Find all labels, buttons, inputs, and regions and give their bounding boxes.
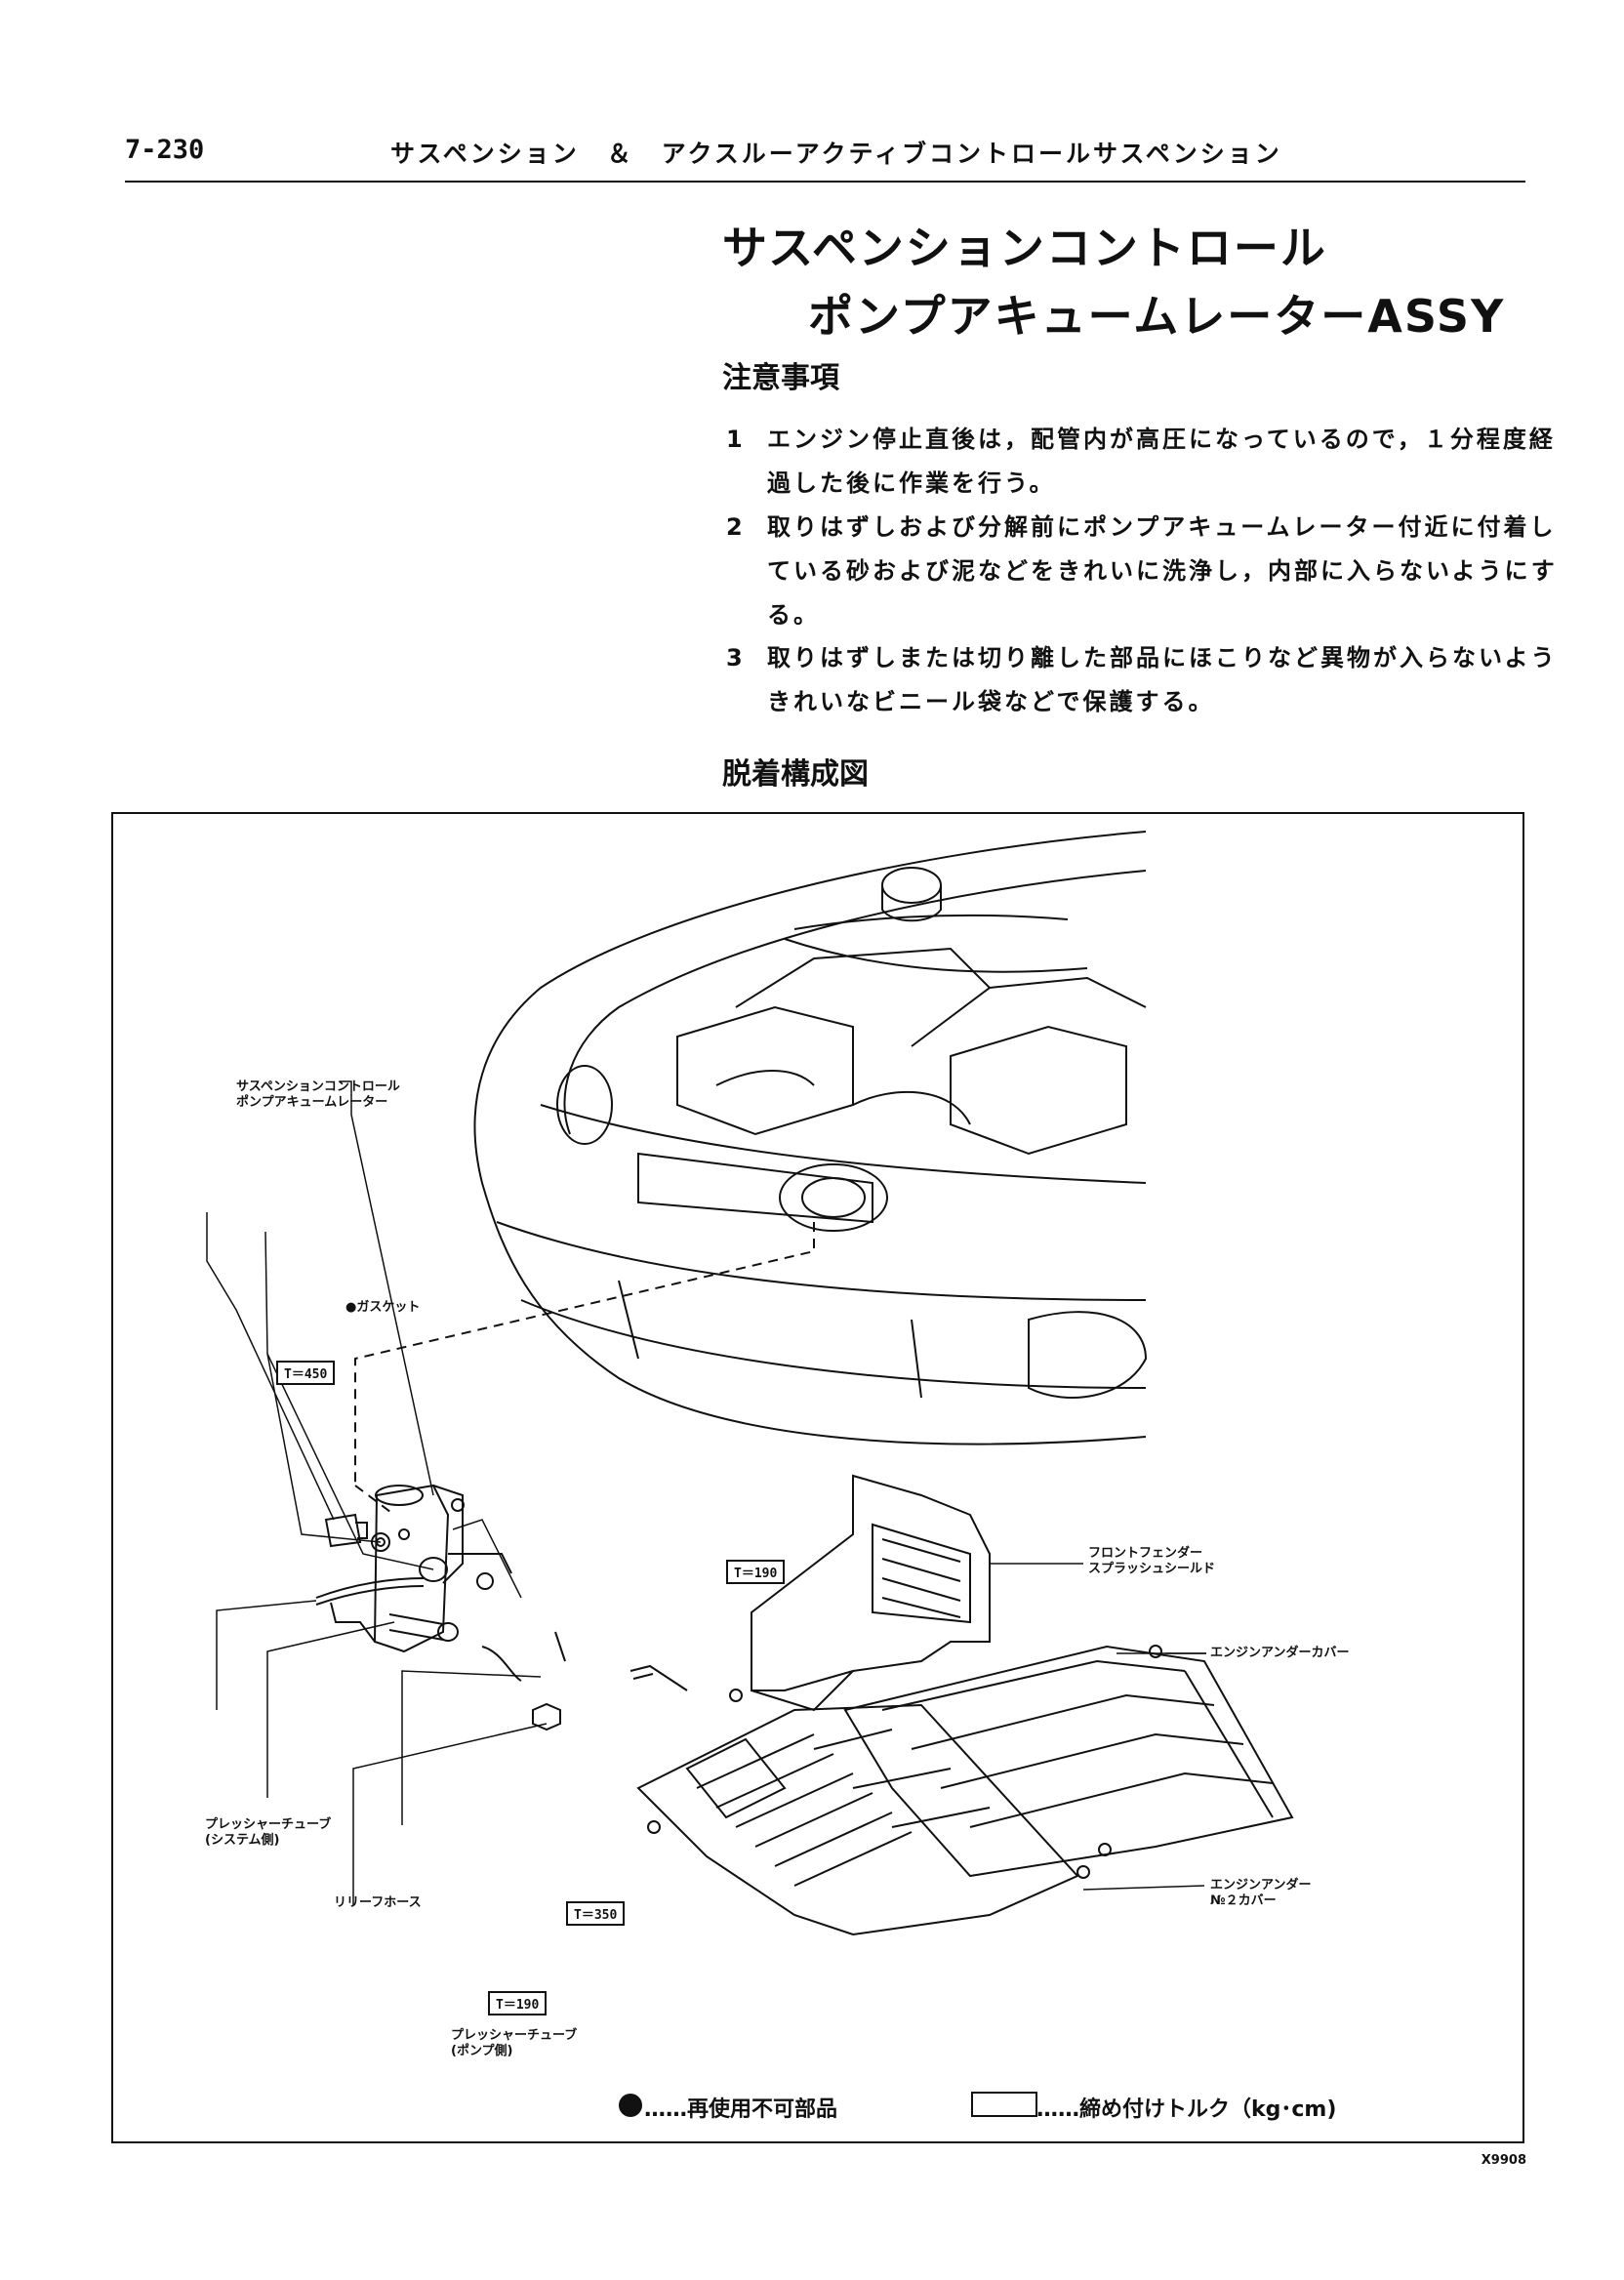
gasket-ring (371, 1532, 390, 1552)
gasket-label: ●ガスケット (345, 1300, 421, 1315)
relief-hose-label: リリーフホース (334, 1895, 422, 1910)
figure-reference-code: X9908 (1481, 2153, 1526, 2168)
fender-splash-shield (751, 1474, 991, 1712)
diagram-heading: 脱着構成図 (722, 757, 869, 792)
car-front-illustration (473, 831, 1148, 1445)
splash-shield-label: フロントフェンダー スプラッシュシールド (1088, 1546, 1216, 1576)
caution-item-text: 取りはずしまたは切り離した部品にほこりなど異物が入らないようきれいなビニール袋な… (767, 644, 1558, 715)
section-title-line2: ポンプアキュームレーターASSY (808, 290, 1506, 343)
under-no2-cover-label: エンジンアンダー №２カバー (1210, 1878, 1312, 1908)
page-number: 7-230 (125, 135, 205, 165)
pump-bolt (629, 1664, 688, 1691)
pressure-tube-system-label: プレッシャーチューブ (システム側) (205, 1817, 332, 1848)
torque-legend-box (971, 2092, 1037, 2117)
torque-t350: T＝350 (566, 1901, 626, 1926)
header-rule (125, 181, 1525, 183)
caution-item-text: エンジン停止直後は，配管内が高圧になっているので，１分程度経過した後に作業を行う… (767, 426, 1556, 497)
torque-t450: T＝450 (276, 1361, 336, 1385)
accumulator-label: サスペンションコントロール ポンプアキュームレーター (236, 1079, 400, 1110)
chapter-title: サスペンション ＆ アクスルーアクティブコントロールサスペンション (390, 140, 1282, 168)
under-cover-label: エンジンアンダーカバー (1210, 1646, 1350, 1660)
caution-item-number: 2 (726, 513, 743, 541)
gasket-ring (476, 1572, 494, 1590)
pump-accumulator-assy (330, 1484, 512, 1653)
caution-item-text: 取りはずしおよび分解前にポンプアキュームレーター付近に付着している砂および泥など… (767, 513, 1558, 629)
exploded-parts-diagram (206, 831, 1294, 2117)
torque-t190-lower: T＝190 (488, 1991, 548, 2015)
banjo-fitting (419, 1557, 448, 1582)
legend-non-reusable: ……再使用不可部品 (644, 2097, 838, 2122)
torque-t190-upper: T＝190 (726, 1560, 786, 1584)
engine-under-no2-cover (636, 1689, 1090, 1936)
flare-nut (532, 1702, 561, 1731)
section-title-line1: サスペンションコントロール (722, 222, 1327, 274)
caution-item-number: 3 (726, 644, 743, 672)
non-reusable-dot (619, 2094, 642, 2117)
pressure-tube-pump-label: プレッシャーチューブ (ポンプ側) (451, 2028, 578, 2058)
caution-heading: 注意事項 (722, 361, 839, 395)
engine-under-cover (843, 1645, 1294, 1878)
diagram-frame (111, 812, 1524, 2143)
legend-torque: ……締め付けトルク（kg･cm) (1036, 2097, 1337, 2122)
caution-item-number: 1 (726, 426, 743, 453)
